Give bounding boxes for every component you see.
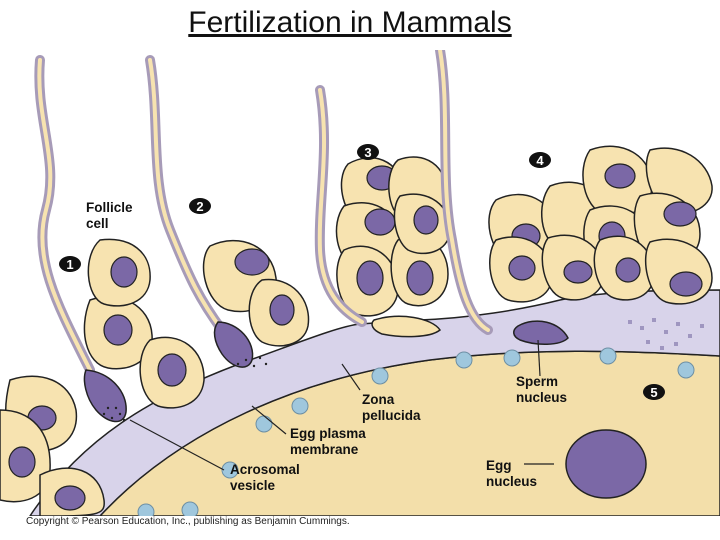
step-3: 3 (357, 144, 379, 160)
svg-text:5: 5 (650, 385, 657, 400)
fertilization-diagram: 1 2 3 4 5 Follicle cell Zona (0, 50, 720, 516)
sperm-head-3 (371, 315, 442, 338)
step-2: 2 (189, 198, 211, 214)
svg-text:3: 3 (364, 145, 371, 160)
follicle-nucleus (269, 294, 295, 326)
cortical-granules (137, 347, 695, 516)
sperm-head-2 (213, 321, 254, 368)
label-egg-nucleus-line2: nucleus (486, 474, 537, 489)
follicle-cells (0, 145, 713, 516)
fusion-region (628, 318, 704, 350)
label-sperm-nucleus-line1: Sperm (516, 374, 558, 389)
label-leaders (129, 339, 554, 471)
cortical-granule (371, 367, 389, 385)
svg-text:1: 1 (66, 257, 73, 272)
follicle-nucleus (8, 446, 36, 478)
follicle-nucleus (669, 271, 703, 297)
cortical-granule (255, 415, 273, 433)
cortical-granule (677, 361, 695, 379)
label-sperm-nucleus-line2: nucleus (516, 390, 567, 405)
cortical-granule (221, 461, 239, 479)
follicle-nucleus (110, 256, 138, 288)
cortical-granule (291, 397, 309, 415)
step-5: 5 (643, 384, 665, 400)
step-1: 1 (59, 256, 81, 272)
svg-text:4: 4 (536, 153, 544, 168)
follicle-nucleus (663, 201, 697, 227)
follicle-nucleus (364, 208, 396, 236)
cortical-granule (181, 501, 199, 516)
label-zona-pellucida-line1: Zona (362, 392, 395, 407)
label-acrosomal-vesicle-line1: Acrosomal (230, 462, 300, 477)
follicle-nucleus (356, 260, 384, 296)
follicle-nucleus (413, 205, 439, 235)
sperm-tail-1-core (37, 58, 92, 372)
sperm-head-4 (513, 320, 569, 345)
sperm-tail-2-core (148, 58, 224, 332)
cortical-granule (455, 351, 473, 369)
sperm-tail-3-core (317, 88, 364, 324)
svg-text:2: 2 (196, 199, 203, 214)
follicle-nucleus (563, 260, 593, 284)
cortical-granule (137, 503, 155, 516)
step-markers: 1 2 3 4 5 (59, 144, 665, 400)
sperm-tail-4-core (438, 50, 490, 332)
label-follicle-cell-line2: cell (86, 216, 109, 231)
acrosomal-granules (102, 356, 268, 422)
label-follicle-cell-line1: Follicle (86, 200, 133, 215)
follicle-nucleus (234, 248, 270, 276)
label-egg-plasma-membrane-line1: Egg plasma (290, 426, 366, 441)
label-zona-pellucida-line2: pellucida (362, 408, 421, 423)
cortical-granule (503, 349, 521, 367)
follicle-nucleus (157, 353, 187, 387)
label-acrosomal-vesicle-line2: vesicle (230, 478, 276, 493)
follicle-nucleus (615, 257, 641, 283)
diagram-labels: Follicle cell Zona pellucida Egg plasma … (86, 200, 567, 493)
egg-nucleus (565, 429, 647, 499)
cortical-granule (599, 347, 617, 365)
step-4: 4 (529, 152, 551, 168)
label-egg-nucleus-line1: Egg (486, 458, 512, 473)
sperm-tails (34, 50, 493, 375)
follicle-nucleus (406, 260, 434, 296)
follicle-nucleus (103, 314, 133, 346)
sperm-tail-1 (34, 55, 95, 375)
follicle-nucleus (508, 255, 536, 281)
sperm-heads (83, 315, 569, 423)
copyright-notice: Copyright © Pearson Education, Inc., pub… (26, 516, 350, 527)
follicle-nucleus (54, 485, 86, 511)
label-egg-plasma-membrane-line2: membrane (290, 442, 359, 457)
slide-title: Fertilization in Mammals (188, 6, 512, 39)
follicle-nucleus (604, 163, 636, 189)
